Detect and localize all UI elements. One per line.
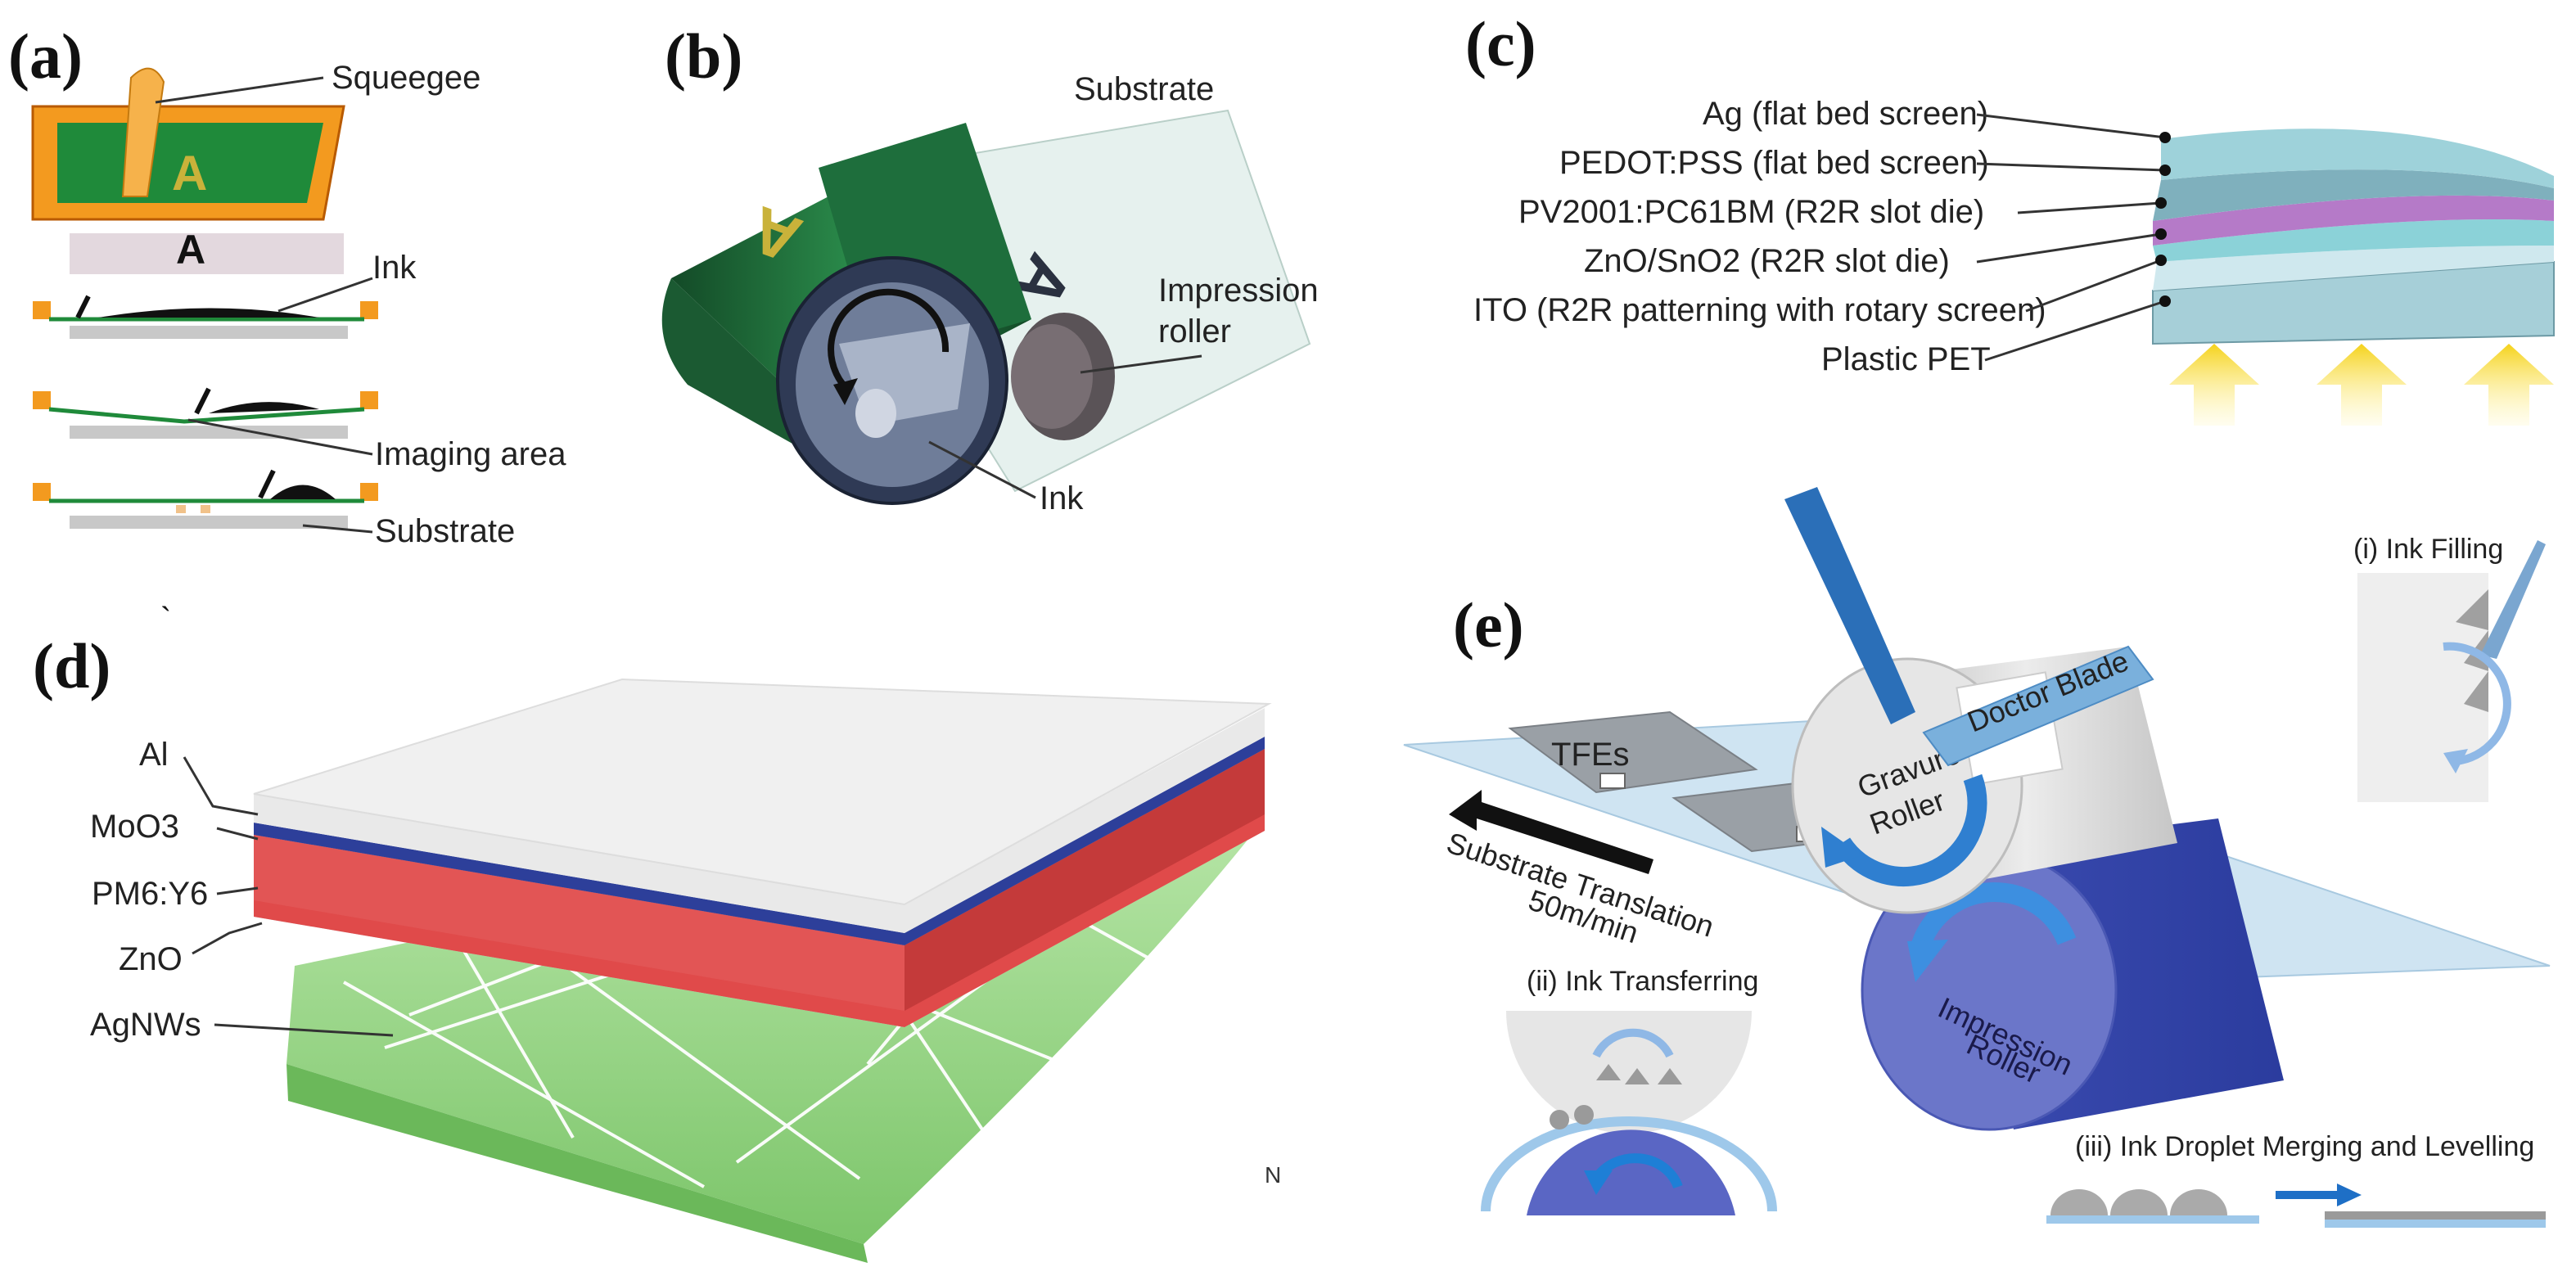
ink-merging-label: (iii) Ink Droplet Merging and Levelling — [2075, 1131, 2534, 1162]
panel-c-label: (c) — [1465, 8, 1536, 79]
panel-c: (c) Ag (flat bed screen) PEDOT:PSS (flat… — [1465, 8, 2555, 426]
stray-mark: N — [1265, 1162, 1281, 1188]
panel-b: (b) Substrate A Impression roller A Ink — [661, 20, 1319, 516]
imaging-area-label: Imaging area — [375, 436, 566, 472]
ink-label-b: Ink — [1040, 480, 1084, 516]
layer-labels-c: Ag (flat bed screen) PEDOT:PSS (flat bed… — [1473, 96, 2171, 377]
layer-label-ito: ITO (R2R patterning with rotary screen) — [1473, 292, 2046, 328]
screen-letter: A — [172, 146, 207, 201]
inset-ink-merging — [2046, 1184, 2546, 1228]
tick-mark: ` — [160, 602, 171, 638]
layer-label-al: Al — [139, 737, 169, 773]
device-stack-d — [253, 678, 1272, 1027]
squeegee-leader — [155, 76, 324, 104]
ink-label: Ink — [372, 250, 417, 286]
impression-roller-label-1: Impression — [1158, 273, 1319, 309]
panel-e-label: (e) — [1453, 589, 1524, 661]
ink-filling-label: (i) Ink Filling — [2353, 534, 2503, 565]
inset-ink-transferring — [1481, 1011, 1777, 1215]
squeegee-label: Squeegee — [332, 60, 480, 96]
panel-a-label: (a) — [8, 20, 83, 92]
layer-labels-d: Al MoO3 PM6:Y6 ZnO AgNWs — [90, 737, 394, 1043]
layer-label-moo3: MoO3 — [90, 809, 179, 845]
panel-a: (a) A Squeegee A Ink — [8, 20, 566, 549]
print-step-1 — [33, 295, 378, 339]
inset-ink-filling — [2357, 540, 2546, 802]
substrate-label-b: Substrate — [1074, 71, 1214, 107]
layer-stack-c — [2152, 129, 2555, 345]
panel-e: (e) TFEs Substrate Translation 50m/min I… — [1403, 487, 2551, 1228]
layer-label-pet: Plastic PET — [1821, 341, 1991, 377]
printing-cylinder: A — [661, 123, 1031, 505]
panel-b-label: (b) — [665, 20, 742, 92]
layer-label-pedot: PEDOT:PSS (flat bed screen) — [1559, 145, 1989, 181]
layer-label-pm6y6: PM6:Y6 — [92, 876, 208, 912]
panel-d: (d) ` — [33, 602, 1281, 1263]
layer-label-ag: Ag (flat bed screen) — [1703, 96, 1988, 132]
screen-shadow — [70, 233, 344, 274]
layer-label-zno: ZnO — [119, 941, 183, 977]
squeegee-icon — [121, 67, 165, 197]
impression-roller-e — [1861, 818, 2284, 1131]
substrate-label-a: Substrate — [375, 513, 515, 549]
layer-label-pv2001: PV2001:PC61BM (R2R slot die) — [1518, 194, 1984, 230]
translation-arrow — [1449, 790, 1653, 874]
print-step-2 — [33, 387, 378, 439]
ink-transferring-label: (ii) Ink Transferring — [1527, 966, 1758, 997]
doctor-blade — [1784, 487, 2154, 767]
screen-frame: A — [31, 105, 345, 221]
tfes-label: TFEs — [1551, 737, 1630, 773]
layer-label-zno-sno2: ZnO/SnO2 (R2R slot die) — [1584, 243, 1950, 279]
print-step-3 — [33, 469, 378, 529]
light-arrows — [2169, 344, 2554, 426]
panel-d-label: (d) — [33, 630, 111, 701]
impression-roller-b — [1011, 313, 1115, 440]
shadow-letter: A — [176, 227, 205, 273]
impression-roller-label-2: roller — [1158, 313, 1231, 349]
layer-label-agnws: AgNWs — [90, 1007, 201, 1043]
